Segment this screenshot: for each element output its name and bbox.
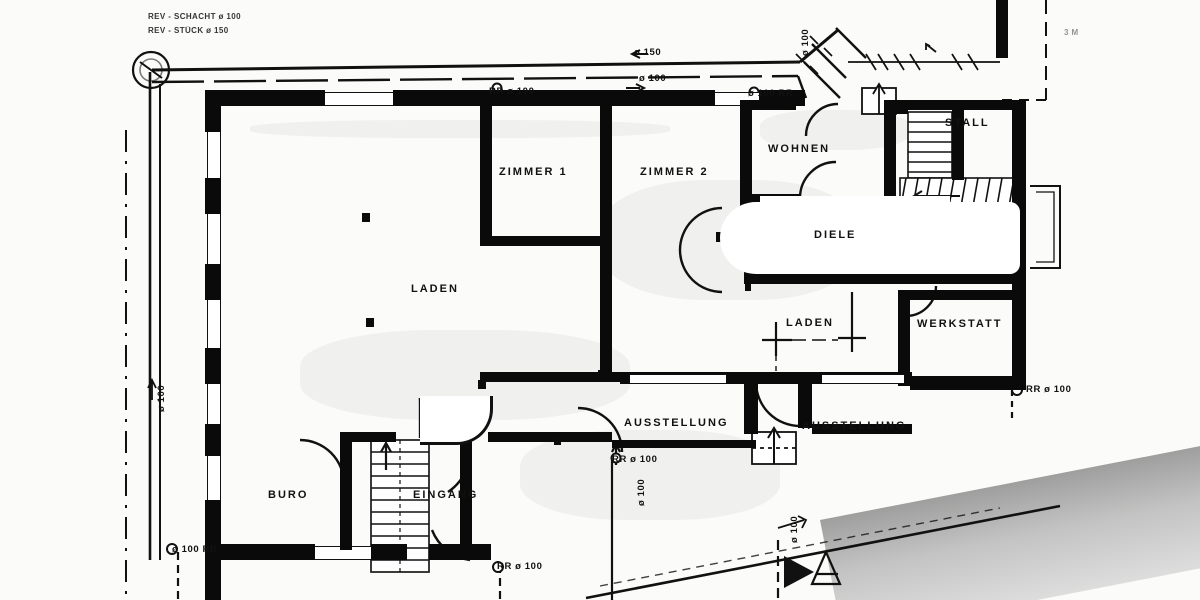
diele-floor-area [760,196,950,218]
pipe-label-left-bottom-rr: ø 100 RR [172,544,218,555]
partition-wall [952,108,964,180]
room-label-laden-main: LADEN [411,283,459,295]
pipe-label-top-150: ø 150 [634,47,662,58]
exterior-wall-bottom [429,544,491,560]
exterior-wall-bottom [910,376,1018,390]
pipe-label-bottom-mid-vertical-100: ø 100 [636,478,647,506]
partition-wall [460,432,472,552]
room-label-zimmer-1: ZIMMER 1 [499,166,568,178]
partition-wall [812,424,912,434]
partition-wall [884,100,896,196]
wall-node [598,370,612,382]
pipe-label-left-vertical-100: ø 100 [156,384,167,412]
pipe-label-bottom-left-rr: RR ø 100 [497,561,543,572]
partition-wall [340,432,396,442]
drainage-left-run [147,72,161,560]
exterior-wall-left [205,424,221,456]
partition-wall [612,440,756,448]
room-label-laden-small: LADEN [786,317,834,329]
column-marker [478,380,486,389]
exterior-wall-top [393,90,575,106]
exterior-wall-right [1012,100,1026,186]
room-label-diele: DIELE [814,229,857,241]
column-marker [745,284,751,291]
pipe-label-top-corner-100: ø 100 [800,28,811,56]
column-marker [366,318,374,327]
drainage-main-line [151,28,937,99]
pipe-label-bottom-mid-rr: RR ø 100 [612,454,658,465]
exterior-wall-left [205,178,221,214]
window-opening [207,132,221,178]
room-label-ausstellung-1: AUSSTELLUNG [624,417,729,429]
level-marker-symbol [810,549,842,586]
exterior-wall-bottom [205,544,315,560]
room-label-eingang: EINGANG [413,489,479,501]
exterior-wall-left [205,348,221,384]
partition-wall [898,290,1018,300]
window-opening [207,214,221,264]
window-opening [207,300,221,348]
handwritten-note-line-2: REV - STÜCK ø 150 [148,26,229,35]
column-marker [362,213,370,222]
pipe-label-top-100: ø 100 [639,73,667,84]
north-arrow-symbol [784,556,814,588]
room-label-buero: BURO [268,489,309,501]
partition-wall [480,372,620,382]
faint-right-note: 3 M [1064,28,1079,37]
handwritten-note-line-1: REV - SCHACHT ø 100 [148,12,241,21]
room-label-wohnen: WOHNEN [768,143,831,155]
partition-wall [898,290,910,386]
partition-wall [896,100,1026,110]
window-opening [325,92,393,106]
partition-wall [736,372,812,384]
window-opening [630,374,726,384]
inspection-chamber-symbol [131,50,171,90]
exterior-wall-top [205,90,325,106]
scan-smudge [250,120,670,138]
partition-wall [798,372,812,428]
site-line-diagonal [585,504,1061,600]
right-alcove-outline [1030,185,1061,269]
room-label-stall: STALL [945,117,990,129]
partition-wall [744,272,1024,284]
window-opening [207,384,221,424]
right-boundary-wall [996,0,1008,58]
partition-wall [340,432,352,550]
dimension-cross-marks [762,292,866,372]
partition-wall [488,432,612,442]
partition-wall [744,372,758,434]
exterior-wall-top [575,90,715,106]
partition-wall [752,100,796,110]
partition-wall [480,106,492,236]
exterior-wall-left [205,90,221,132]
pipe-label-bottom-diag-100: ø 100 [789,515,800,543]
partition-wall [740,100,752,194]
partition-wall [600,106,612,246]
exterior-wall-left [205,264,221,300]
window-opening [207,456,221,500]
column-marker [554,437,561,445]
exterior-wall-bottom [371,544,407,560]
pipe-label-right-rr: RR ø 100 [1026,384,1072,395]
fence-boundary-hatched [795,27,1000,99]
room-label-werkstatt: WERKSTATT [917,318,1003,330]
window-opening [822,374,904,384]
room-label-ausstellung-2: AUSSTELLUNG [802,420,907,432]
pipe-label-top-right-rr: ø 100 RR [748,88,794,99]
pipe-label-top-left-rr: RR ø 100 [489,86,535,97]
partition-wall [600,246,612,372]
exterior-wall-right [1012,284,1026,390]
partition-wall [480,236,610,246]
floor-fitting-boxes [751,82,897,465]
room-label-zimmer-2: ZIMMER 2 [640,166,709,178]
